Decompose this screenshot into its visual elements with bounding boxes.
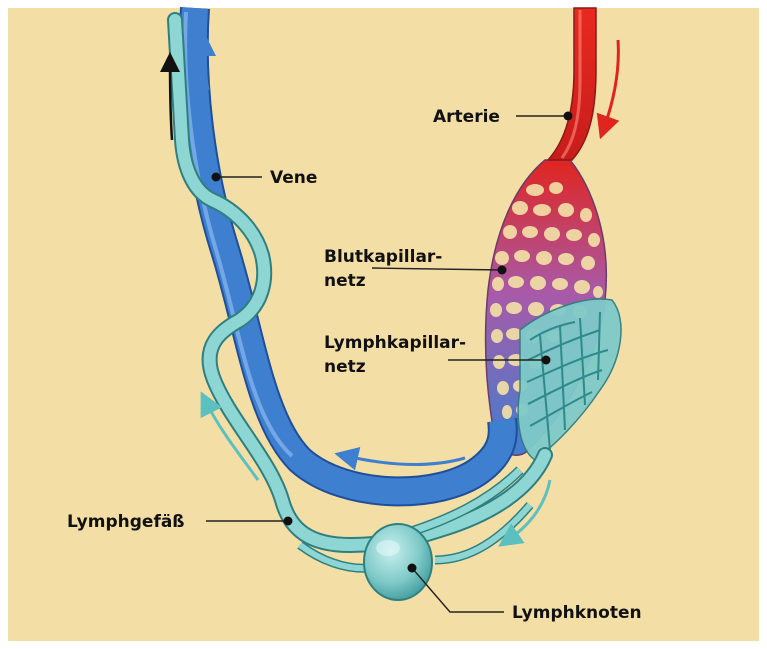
dot-blutkapillar: [498, 266, 507, 275]
dot-lymphkapillar: [542, 356, 551, 365]
label-lymph-capillary-line1: Lymphkapillar-: [324, 333, 466, 353]
label-lymph-vessel: Lymphgefäß: [67, 512, 185, 532]
label-lymph-capillary-line2: netz: [324, 357, 366, 377]
label-blood-capillary-line1: Blutkapillar-: [324, 247, 442, 267]
lymph-node: [364, 524, 432, 600]
dot-lymphgefaess: [284, 517, 293, 526]
label-vein: Vene: [270, 168, 317, 188]
label-artery: Arterie: [433, 107, 500, 127]
dot-vene: [212, 173, 221, 182]
dot-lymphknoten: [408, 564, 417, 573]
dot-artery: [564, 112, 573, 121]
label-lymph-node: Lymphknoten: [512, 603, 642, 623]
label-blood-capillary-line2: netz: [324, 271, 366, 291]
